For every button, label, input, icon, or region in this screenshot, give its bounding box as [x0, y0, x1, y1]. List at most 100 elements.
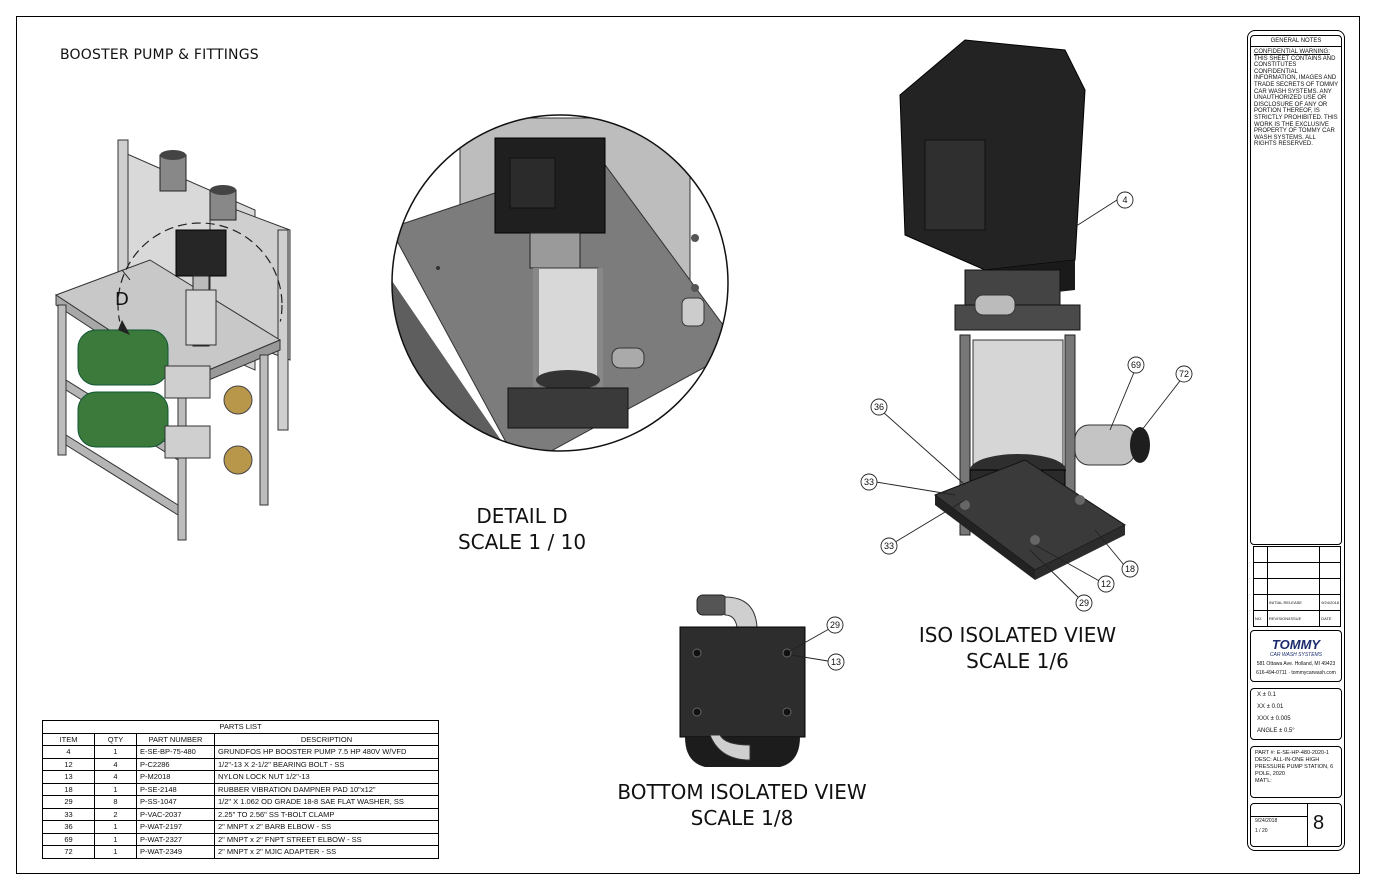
cell-description: 2.25" TO 2.56" SS T-BOLT CLAMP	[214, 807, 439, 821]
cell-part-number: P-SS-1047	[136, 795, 215, 809]
company-address: 581 Ottawa Ave. Holland, MI 49423	[1256, 661, 1336, 667]
rev-initial-release: INITIAL RELEASE	[1266, 594, 1321, 611]
cell-qty: 1	[94, 832, 137, 846]
tolerance-box: X ± 0.1 XX ± 0.01 XXX ± 0.005 ANGLE ± 0.…	[1250, 688, 1342, 740]
cell-qty: 1	[94, 820, 137, 834]
cell-qty: 8	[94, 795, 137, 809]
cell-item: 18	[42, 782, 95, 796]
cell-description: 2" MNPT x 2" FNPT STREET ELBOW - SS	[214, 832, 439, 846]
general-notes-title: GENERAL NOTES	[1251, 36, 1341, 47]
cell-description: NYLON LOCK NUT 1/2"-13	[214, 770, 439, 784]
cell-qty: 1	[94, 845, 137, 859]
title-block	[1247, 30, 1345, 851]
iso-balloon-18: 18	[1125, 564, 1135, 574]
header-qty: QTY	[94, 732, 137, 746]
bottom-balloon-29: 29	[830, 620, 840, 630]
cell-part-number: P-VAC-2037	[136, 807, 215, 821]
cell-qty: 2	[94, 807, 137, 821]
bottom-view-title: BOTTOM ISOLATED VIEW	[617, 780, 867, 804]
cell-part-number: P-WAT-2327	[136, 832, 215, 846]
cell-part-number: P-WAT-2349	[136, 845, 215, 859]
bottom-view-label: BOTTOM ISOLATED VIEW SCALE 1/8	[612, 779, 872, 831]
cell-description: GRUNDFOS HP BOOSTER PUMP 7.5 HP 480V W/V…	[214, 745, 439, 759]
company-contact: 616-494-0711 · tommycarwash.com	[1256, 670, 1336, 676]
assembly-view	[54, 139, 291, 541]
company-logo: TOMMY	[1271, 637, 1321, 652]
cell-item: 4	[42, 745, 95, 759]
bottom-view-scale: SCALE 1/8	[690, 806, 794, 830]
iso-balloon-29: 29	[1079, 598, 1089, 608]
detail-d-title: DETAIL D	[476, 504, 568, 528]
drawing-scale: 1 / 20	[1255, 828, 1268, 834]
cell-part-number: P-M2018	[136, 770, 215, 784]
parts-list-caption: PARTS LIST	[42, 720, 439, 734]
iso-view-label: ISO ISOLATED VIEW SCALE 1/6	[905, 622, 1130, 674]
iso-balloon-36: 36	[874, 402, 884, 412]
page-title: BOOSTER PUMP & FITTINGS	[60, 47, 259, 63]
desc-label: DESC:	[1255, 757, 1272, 763]
cell-part-number: P-WAT-2197	[136, 820, 215, 834]
parts-list-header-row: ITEM QTY PART NUMBER DESCRIPTION	[42, 732, 439, 746]
cell-qty: 4	[94, 770, 137, 784]
cell-item: 69	[42, 832, 95, 846]
part-info-box: PART #: E-SE-HP-480-2020-1 DESC: ALL-IN-…	[1250, 746, 1342, 798]
cell-description: RUBBER VIBRATION DAMPNER PAD 10"x12"	[214, 782, 439, 796]
cell-part-number: P-C2286	[136, 757, 215, 771]
rev-date-label: DATE	[1319, 610, 1341, 627]
detail-marker: D	[115, 289, 129, 310]
bottom-balloon-13: 13	[831, 657, 841, 667]
cell-part-number: E-SE-BP-75-480	[136, 745, 215, 759]
drawing-border	[16, 16, 1360, 874]
cell-description: 1/2" X 1.062 OD GRADE 18-8 SAE FLAT WASH…	[214, 795, 439, 809]
company-logo-sub: CAR WASH SYSTEMS	[1269, 652, 1323, 658]
rev-no-label: NO.	[1253, 610, 1268, 627]
iso-balloon-4: 4	[1122, 195, 1127, 205]
cell-description: 2" MNPT x 2" MJIC ADAPTER - SS	[214, 845, 439, 859]
iso-balloon-33-upper: 33	[864, 477, 874, 487]
cell-item: 33	[42, 807, 95, 821]
tolerance-xx: XX ± 0.01	[1257, 704, 1284, 710]
tolerance-x: X ± 0.1	[1257, 692, 1276, 698]
cell-item: 12	[42, 757, 95, 771]
company-logo-box: TOMMY CAR WASH SYSTEMS 581 Ottawa Ave. H…	[1250, 630, 1342, 682]
cell-qty: 1	[94, 745, 137, 759]
iso-balloon-12: 12	[1101, 579, 1111, 589]
part-number: PART #: E-SE-HP-480-2020-1	[1255, 750, 1329, 756]
iso-balloon-72: 72	[1179, 369, 1189, 379]
iso-view: 4 69 72 36 33 33 18 12 29	[860, 39, 1193, 612]
material-label: MAT'L:	[1255, 778, 1272, 784]
cell-description: 1/2"-13 X 2-1/2" BEARING BOLT - SS	[214, 757, 439, 771]
drawing-date: 9/24/2018	[1255, 818, 1278, 824]
notes-heading: CONFIDENTIAL WARNING:	[1254, 49, 1330, 55]
notes-body: THIS SHEET CONTAINS AND CONSTITUTES CONF…	[1254, 55, 1339, 148]
detail-d-label: DETAIL D SCALE 1 / 10	[432, 503, 612, 555]
iso-balloon-33-lower: 33	[884, 541, 894, 551]
parts-list-table: PARTS LIST ITEM QTY PART NUMBER DESCRIPT…	[42, 720, 439, 859]
cell-item: 13	[42, 770, 95, 784]
cell-description: 2" MNPT x 2" BARB ELBOW - SS	[214, 820, 439, 834]
detail-d-scale: SCALE 1 / 10	[457, 530, 587, 554]
cell-item: 36	[42, 820, 95, 834]
bottom-view: 29 13	[679, 594, 845, 767]
header-part-number: PART NUMBER	[136, 732, 215, 746]
sheet-number: 8	[1313, 812, 1325, 834]
rev-issue-label: REVISION/ISSUE	[1266, 610, 1321, 627]
tolerance-xxx: XXX ± 0.005	[1257, 716, 1291, 722]
cell-part-number: P-SE-2148	[136, 782, 215, 796]
detail-d-view	[391, 114, 729, 452]
iso-view-title: ISO ISOLATED VIEW	[918, 623, 1117, 647]
cell-item: 29	[42, 795, 95, 809]
cell-item: 72	[42, 845, 95, 859]
header-item: ITEM	[42, 732, 95, 746]
cell-qty: 4	[94, 757, 137, 771]
